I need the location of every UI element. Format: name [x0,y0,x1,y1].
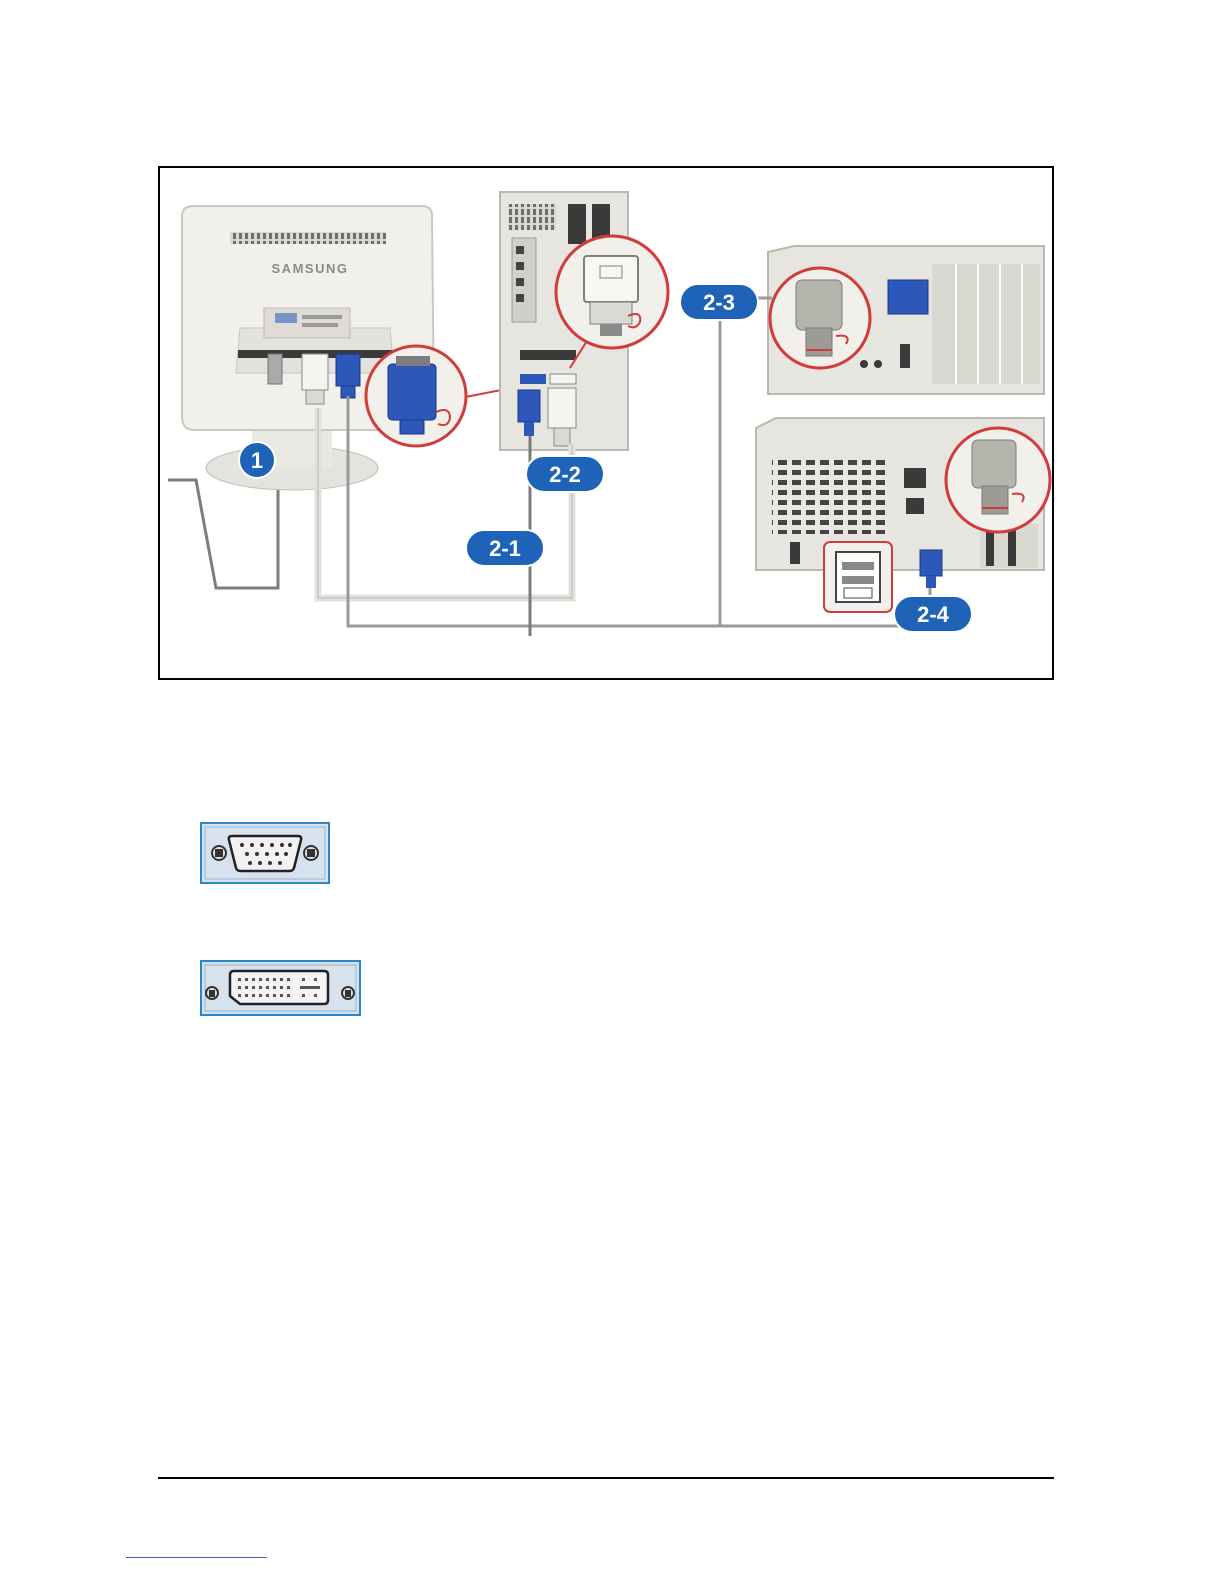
adapter-callout [824,542,892,612]
step-badge-2-2: 2-2 [526,456,604,492]
step-badge-2-4-text: 2-4 [917,602,950,627]
dvi-screw-callout [556,236,668,348]
step-badge-1-text: 1 [251,448,263,473]
vga-port-icon [200,822,330,884]
step-badge-2-3: 2-3 [680,284,758,320]
step-badge-2-2-text: 2-2 [549,462,581,487]
step-badge-2-4: 2-4 [894,596,972,632]
knurl-callout-bottom [946,428,1050,532]
connection-diagram-art: SAMSUNG [160,168,1052,678]
footer-divider [158,1477,1054,1479]
vga-screw-callout [366,346,466,446]
footer-link-underline[interactable] [126,1557,267,1558]
connection-diagram: SAMSUNG [158,166,1054,680]
step-badge-2-3-text: 2-3 [703,290,735,315]
monitor-rear: SAMSUNG [182,206,434,490]
step-badge-2-1-text: 2-1 [489,536,521,561]
knurl-callout-top [770,268,870,368]
step-badge-2-1: 2-1 [466,530,544,566]
step-badge-1: 1 [239,442,275,478]
monitor-brand-text: SAMSUNG [272,261,349,276]
dvi-port-icon [200,960,361,1016]
